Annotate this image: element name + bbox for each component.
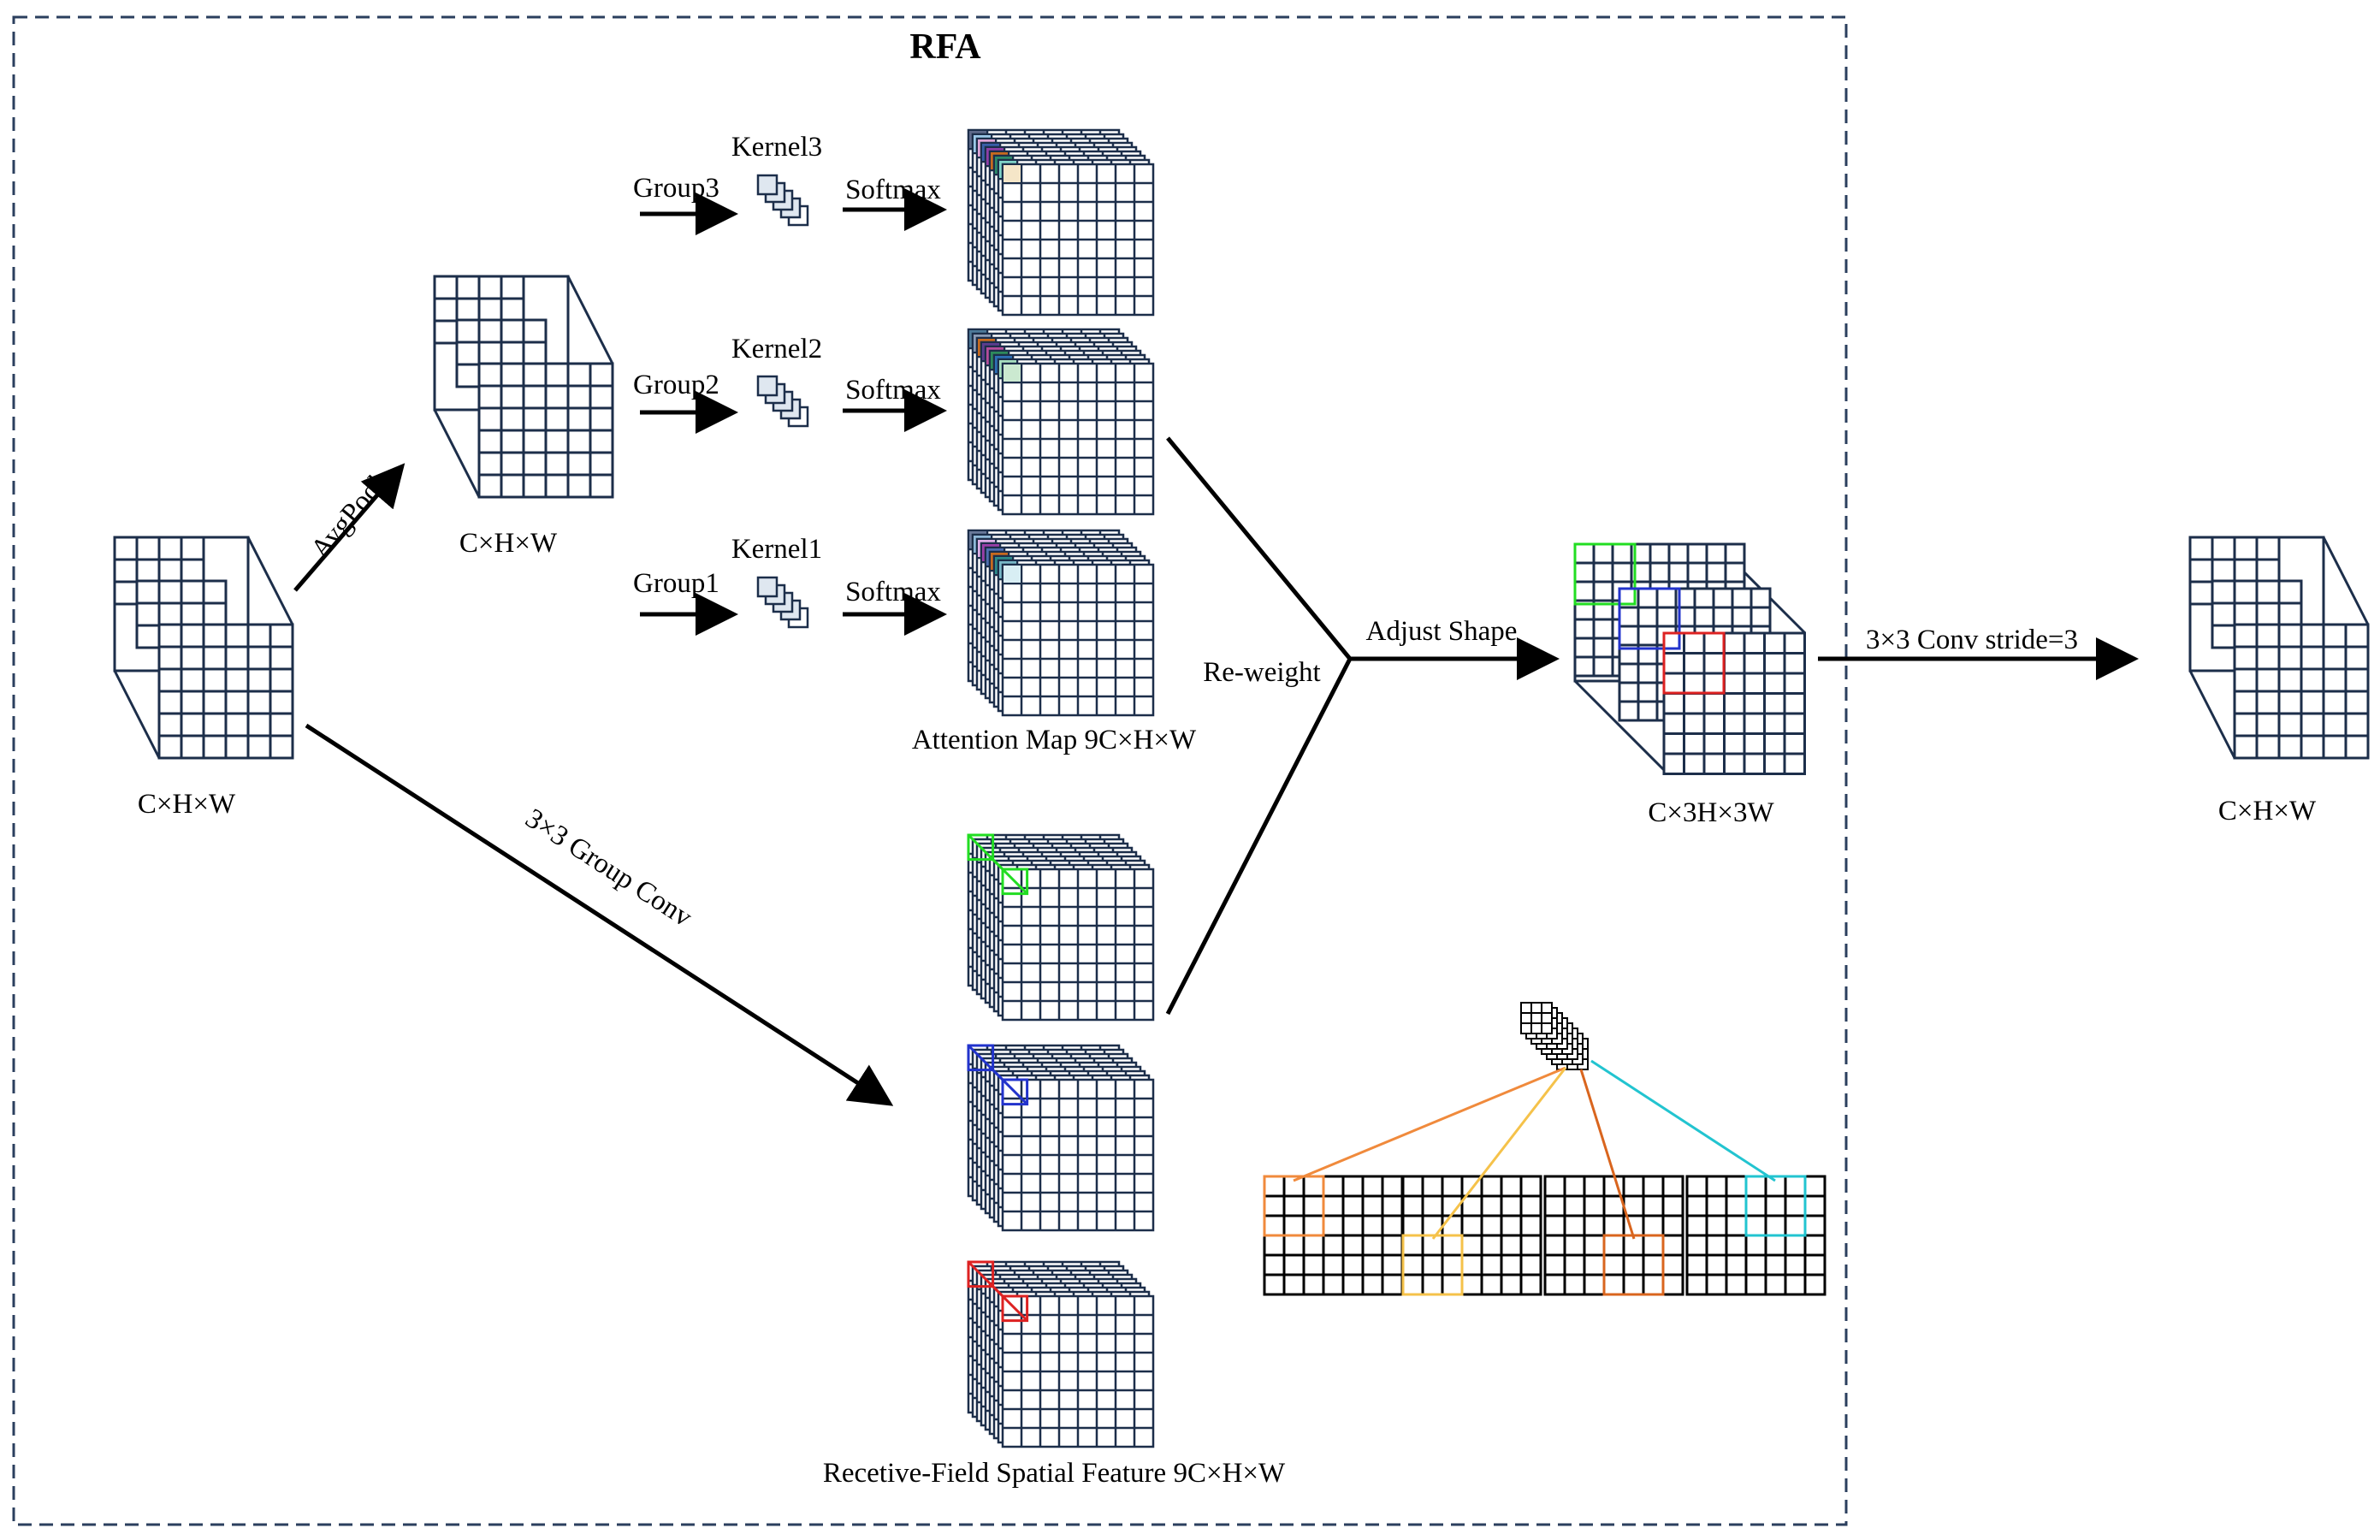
receptive-field-highlight [1001,868,1029,896]
conv-kernel-icon [1520,1002,1589,1070]
adjusted-shape-cube [1573,542,1807,775]
rf-feature-label: Recetive-Field Spatial Feature 9C×H×W [823,1458,1286,1489]
attention-map-stack-group3 [967,128,1155,317]
connector-brown [1579,1069,1636,1240]
avgpool-label: AvgPool [305,470,392,565]
flow-arrows [293,188,2139,1106]
slice-front [477,362,614,499]
group3-label: Group3 [633,173,719,204]
receptive-field-stack-red [967,1260,1155,1448]
output-dims-label: C×H×W [2218,796,2317,826]
input-dims-label: C×H×W [138,789,236,820]
demo-window [1401,1234,1464,1296]
reweight-label: Re-weight [1203,657,1320,688]
red-patch [1662,631,1726,695]
softmax3-label: Softmax [845,175,941,205]
conv-kernel-slice [1520,1002,1553,1034]
attention-map-stack-group1 [967,529,1155,717]
receptive-field-highlight [1001,1294,1029,1323]
kernel2-icon [756,375,809,428]
connector-yellow [1431,1067,1567,1240]
group1-label: Group1 [633,568,719,599]
stack-slice [1001,362,1155,516]
stack-slice [1001,163,1155,317]
kernel1-label: Kernel1 [731,534,822,565]
output-cube [2188,536,2370,760]
adjusted-dims-label: C×3H×3W [1648,797,1774,828]
receptive-field-highlight [967,1044,995,1072]
reweight-merge-lines [1165,436,1353,1016]
green-patch [1573,542,1637,606]
rfa-module-frame [12,15,1848,1526]
stack-slice [1001,563,1155,717]
blue-patch [1618,587,1681,650]
softmax2-label: Softmax [845,375,941,406]
stride-conv-label: 3×3 Conv stride=3 [1866,625,2078,655]
demo-window [1744,1175,1807,1237]
kernel3-icon [756,174,809,227]
group2-label: Group2 [633,370,719,400]
adjust-shape-label: Adjust Shape [1366,616,1518,647]
attention-weight-cell [1004,364,1021,382]
input-cube [113,536,294,760]
softmax1-label: Softmax [845,577,941,607]
connector-orange [1293,1066,1566,1182]
group-conv-label: 3×3 Group Conv [520,803,698,933]
receptive-field-highlight [967,1260,995,1288]
slice-front [157,623,294,760]
kernel3-label: Kernel3 [731,132,822,163]
connector-cyan [1590,1059,1776,1182]
receptive-field-stack-blue [967,1044,1155,1232]
group-conv-arrow [305,723,894,1106]
receptive-field-stack-green [967,833,1155,1022]
attention-map-label: Attention Map 9C×H×W [912,725,1197,755]
slice-front [1662,631,1806,775]
attention-map-stack-group2 [967,328,1155,516]
avgpool-output-cube [433,275,614,499]
kernel2-label: Kernel2 [731,334,822,364]
slice-front [2233,623,2370,760]
kernel1-icon [756,576,809,629]
demo-window [1263,1175,1325,1237]
attention-weight-cell [1004,566,1021,583]
kernel-slice [756,576,779,598]
avgpool-arrow [293,463,406,592]
receptive-field-highlight [1001,1078,1029,1106]
kernel-slice [756,174,779,196]
receptive-field-highlight [967,833,995,862]
kernel-slice [756,375,779,397]
attention-weight-cell [1004,165,1021,182]
receptive-field-demo-grids [1263,1175,1826,1296]
pooled-dims-label: C×H×W [459,528,558,559]
receptive-field-connector-lines [1293,1059,1776,1240]
rfa-title: RFA [909,27,981,67]
